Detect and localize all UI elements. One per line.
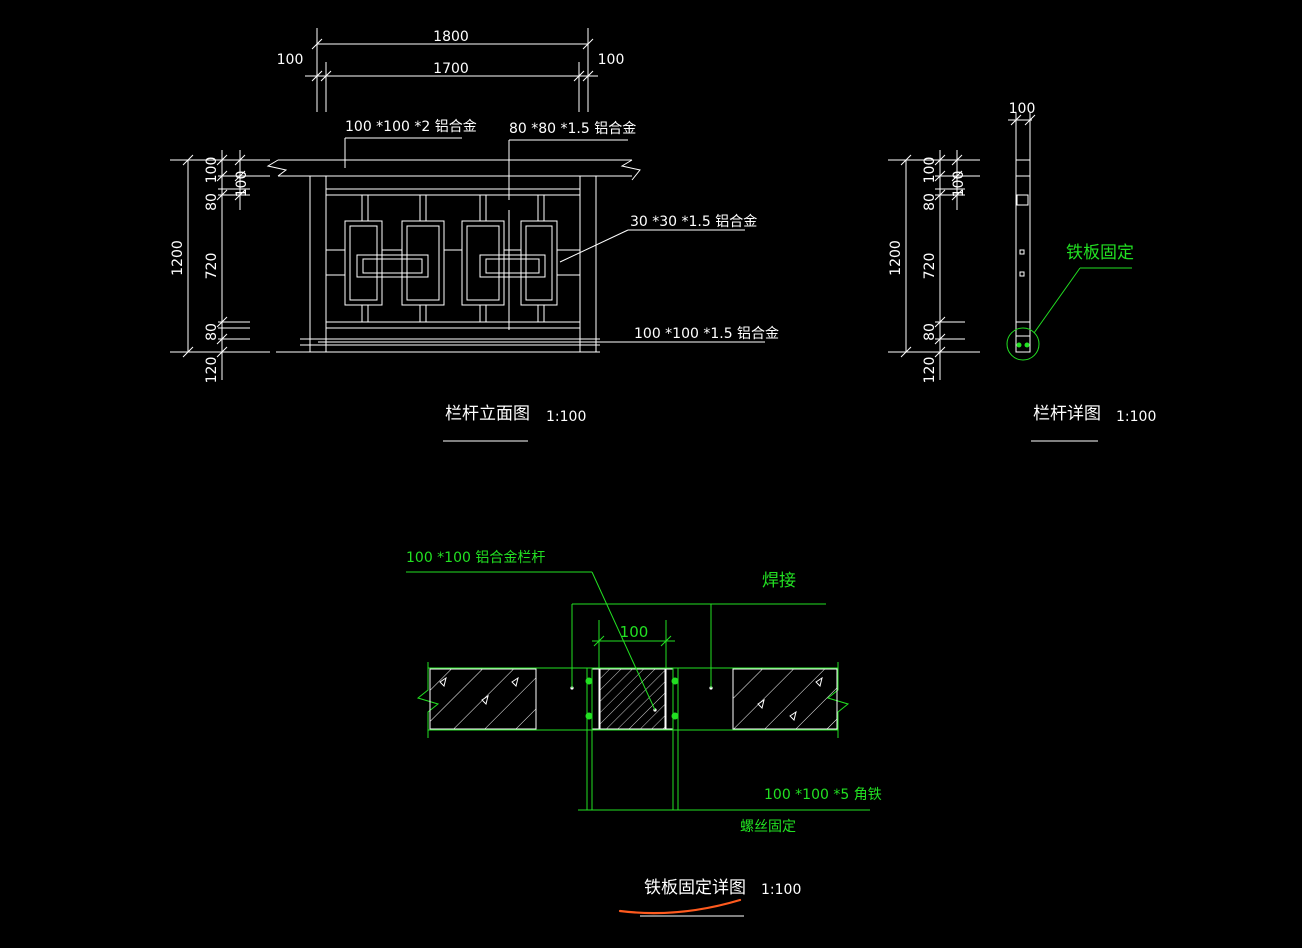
detail-dim-100-b-label: 100 xyxy=(951,171,967,198)
elevation-left-dimensions: 1200 100 80 100 720 80 120 xyxy=(170,150,270,383)
detail-title: 栏杆详图 xyxy=(1033,404,1101,424)
detail-top-dimension: 100 xyxy=(1008,101,1035,160)
detail-scale: 1:100 xyxy=(1116,409,1156,425)
slab xyxy=(416,662,850,738)
inner-rails xyxy=(276,188,600,353)
detail-dim-height-label: 1200 xyxy=(888,240,904,276)
plate-note-weld: 焊接 xyxy=(762,571,796,591)
detail-dim-120-label: 120 xyxy=(922,357,938,384)
top-rail xyxy=(266,159,641,181)
note-bottom-rail: 100 *100 *1.5 铝合金 xyxy=(634,326,779,342)
dim-100-top-label: 100 xyxy=(204,157,220,184)
elevation-leaders: 100 *100 *2 铝合金 80 *80 *1.5 铝合金 30 *30 *… xyxy=(318,119,779,343)
dim-720-label: 720 xyxy=(204,253,220,280)
dim-right-end-label: 100 xyxy=(598,52,625,68)
plate-note-rail: 100 *100 铝合金栏杆 xyxy=(406,550,545,566)
note-post: 80 *80 *1.5 铝合金 xyxy=(509,121,636,137)
plate-dim-width-label: 100 xyxy=(620,623,649,641)
detail-dim-100-top-label: 100 xyxy=(922,157,938,184)
note-top-rail: 100 *100 *2 铝合金 xyxy=(345,119,477,135)
lattice-pattern xyxy=(344,195,558,322)
elevation-title: 栏杆立面图 xyxy=(445,404,530,424)
detail-dim-80-top-label: 80 xyxy=(922,193,938,211)
posts xyxy=(309,175,597,353)
elevation-view: 1800 1700 100 100 xyxy=(170,28,779,442)
weld-leader: 焊接 xyxy=(571,571,826,688)
detail-left-dimensions: 1200 100 80 100 720 80 120 xyxy=(888,150,980,383)
post-detail-view: 100 xyxy=(888,101,1156,442)
dim-80-top-label: 80 xyxy=(204,193,220,211)
dim-overall-label: 1800 xyxy=(433,29,469,45)
detail-fix-callout: 铁板固定 xyxy=(1006,243,1134,361)
plate-note-screw: 螺丝固定 xyxy=(740,819,796,835)
elevation-top-dimensions: 1800 1700 100 100 xyxy=(277,28,625,112)
plate-note-angle: 100 *100 *5 角铁 xyxy=(764,787,882,803)
detail-dim-width-label: 100 xyxy=(1009,101,1036,117)
highlight-underline-stroke xyxy=(618,898,742,915)
detail-dim-80-bottom-label: 80 xyxy=(922,323,938,341)
detail-dim-720-label: 720 xyxy=(922,253,938,280)
elevation-scale: 1:100 xyxy=(546,409,586,425)
dim-inner-label: 1700 xyxy=(433,61,469,77)
plate-scale: 1:100 xyxy=(761,882,801,898)
detail-note-fix: 铁板固定 xyxy=(1066,243,1134,263)
dim-120-label: 120 xyxy=(204,357,220,384)
rail-section xyxy=(570,667,870,811)
dim-height-label: 1200 xyxy=(170,240,186,276)
plate-dimension: 100 xyxy=(592,620,675,668)
plate-fix-view: 100 焊接 100 *100 铝合金栏杆 100 *100 *5 角铁 螺丝固… xyxy=(406,550,882,917)
note-lattice: 30 *30 *1.5 铝合金 xyxy=(630,214,757,230)
dim-left-end-label: 100 xyxy=(277,52,304,68)
detail-post xyxy=(1015,159,1031,353)
dim-100-b-label: 100 xyxy=(234,171,250,198)
plate-title: 铁板固定详图 xyxy=(644,878,746,898)
rail-leader: 100 *100 铝合金栏杆 xyxy=(406,550,656,711)
dim-80-bottom-label: 80 xyxy=(204,323,220,341)
